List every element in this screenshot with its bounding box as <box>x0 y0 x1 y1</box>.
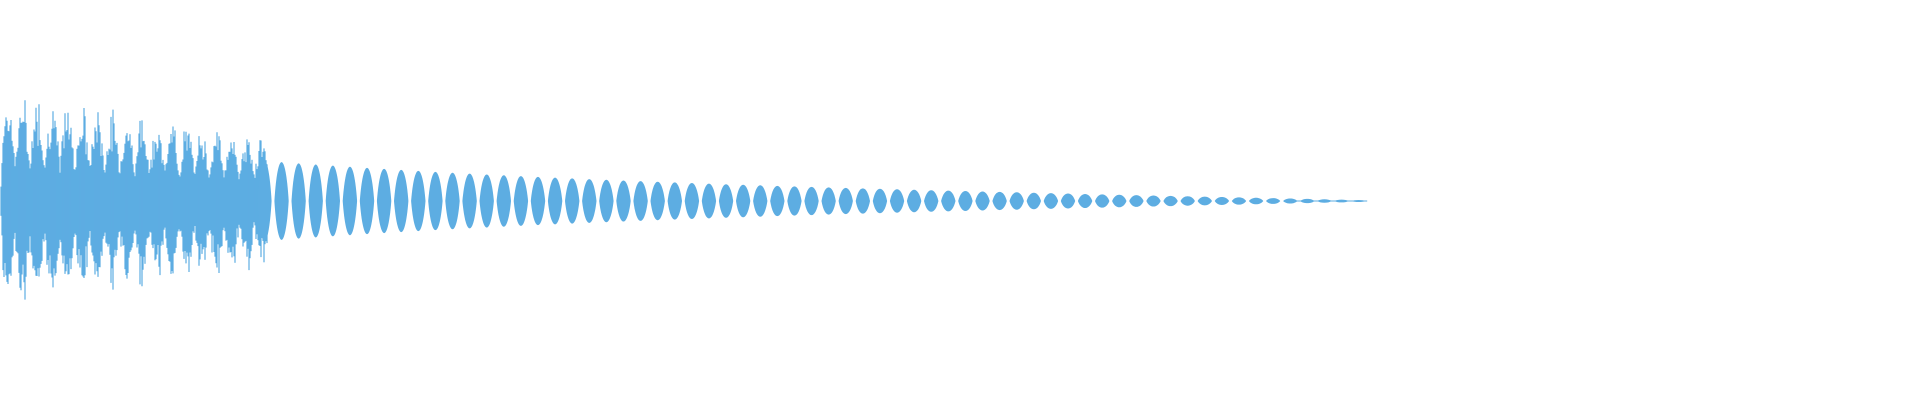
waveform-pulse <box>667 182 682 220</box>
waveform-pulse <box>684 183 700 219</box>
waveform-pulse <box>565 178 580 224</box>
waveform-pulse <box>1009 192 1024 210</box>
waveform-pulse <box>889 189 905 213</box>
waveform-pulse <box>616 180 631 222</box>
waveform-pulse <box>924 190 939 212</box>
waveform-pulse <box>650 181 665 221</box>
waveform-pulse <box>1146 195 1161 207</box>
waveform-pulse <box>599 179 614 223</box>
waveform-pulse <box>291 163 306 239</box>
waveform-pulse <box>462 173 477 229</box>
waveform-pulse <box>479 174 494 228</box>
waveform-pulse <box>1077 193 1093 209</box>
waveform-pulse <box>1129 195 1144 207</box>
waveform-pulse <box>941 190 956 212</box>
waveform-pulse <box>1231 197 1247 205</box>
waveform-pulse <box>274 162 289 240</box>
waveform-pulse <box>1095 194 1110 208</box>
waveform-pulse <box>736 184 751 218</box>
waveform-pulse <box>513 176 529 226</box>
waveform-pulse <box>308 164 323 238</box>
waveform-pulse <box>975 191 990 211</box>
waveform-pulse <box>701 183 717 219</box>
waveform-pulse <box>1214 197 1230 205</box>
waveform-pulse <box>1026 192 1041 210</box>
waveform-pulse <box>838 187 853 215</box>
waveform-pulse <box>1197 196 1212 206</box>
waveform-pulse <box>530 176 546 226</box>
waveform-pulse <box>1112 194 1127 208</box>
waveform-pulse <box>547 177 563 225</box>
waveform-pulse <box>1248 197 1264 205</box>
waveform-pulse <box>958 191 973 211</box>
waveform-pulse <box>496 175 511 227</box>
waveform-pulse <box>582 179 597 223</box>
waveform-pulse <box>342 166 358 236</box>
waveform-pulse <box>445 172 460 230</box>
waveform-pulse <box>1180 196 1195 206</box>
waveform-pulse <box>906 189 922 213</box>
waveform-pulse <box>257 160 272 242</box>
waveform-pulse <box>1163 195 1178 207</box>
waveform-pulse <box>1266 198 1281 204</box>
waveform-pulse <box>325 165 340 237</box>
waveform-pulse <box>855 188 870 214</box>
waveform-pulse <box>1060 193 1076 209</box>
waveform-pulse <box>359 167 375 235</box>
waveform-pulse <box>753 185 768 217</box>
waveform-pulse <box>411 170 426 232</box>
waveform-pulse <box>872 188 888 214</box>
waveform-pulse <box>1043 193 1059 209</box>
waveform-pulse <box>718 184 734 218</box>
waveform-pulse <box>376 168 392 234</box>
waveform-pulse <box>633 181 648 221</box>
waveform-pulse <box>428 171 443 231</box>
waveform-pulse <box>787 186 802 216</box>
waveform-pulse <box>992 191 1007 211</box>
waveform-pulse <box>770 185 785 217</box>
waveform-pulse <box>821 187 836 215</box>
waveform-pulse <box>394 169 409 233</box>
waveform-pulse <box>804 186 819 216</box>
